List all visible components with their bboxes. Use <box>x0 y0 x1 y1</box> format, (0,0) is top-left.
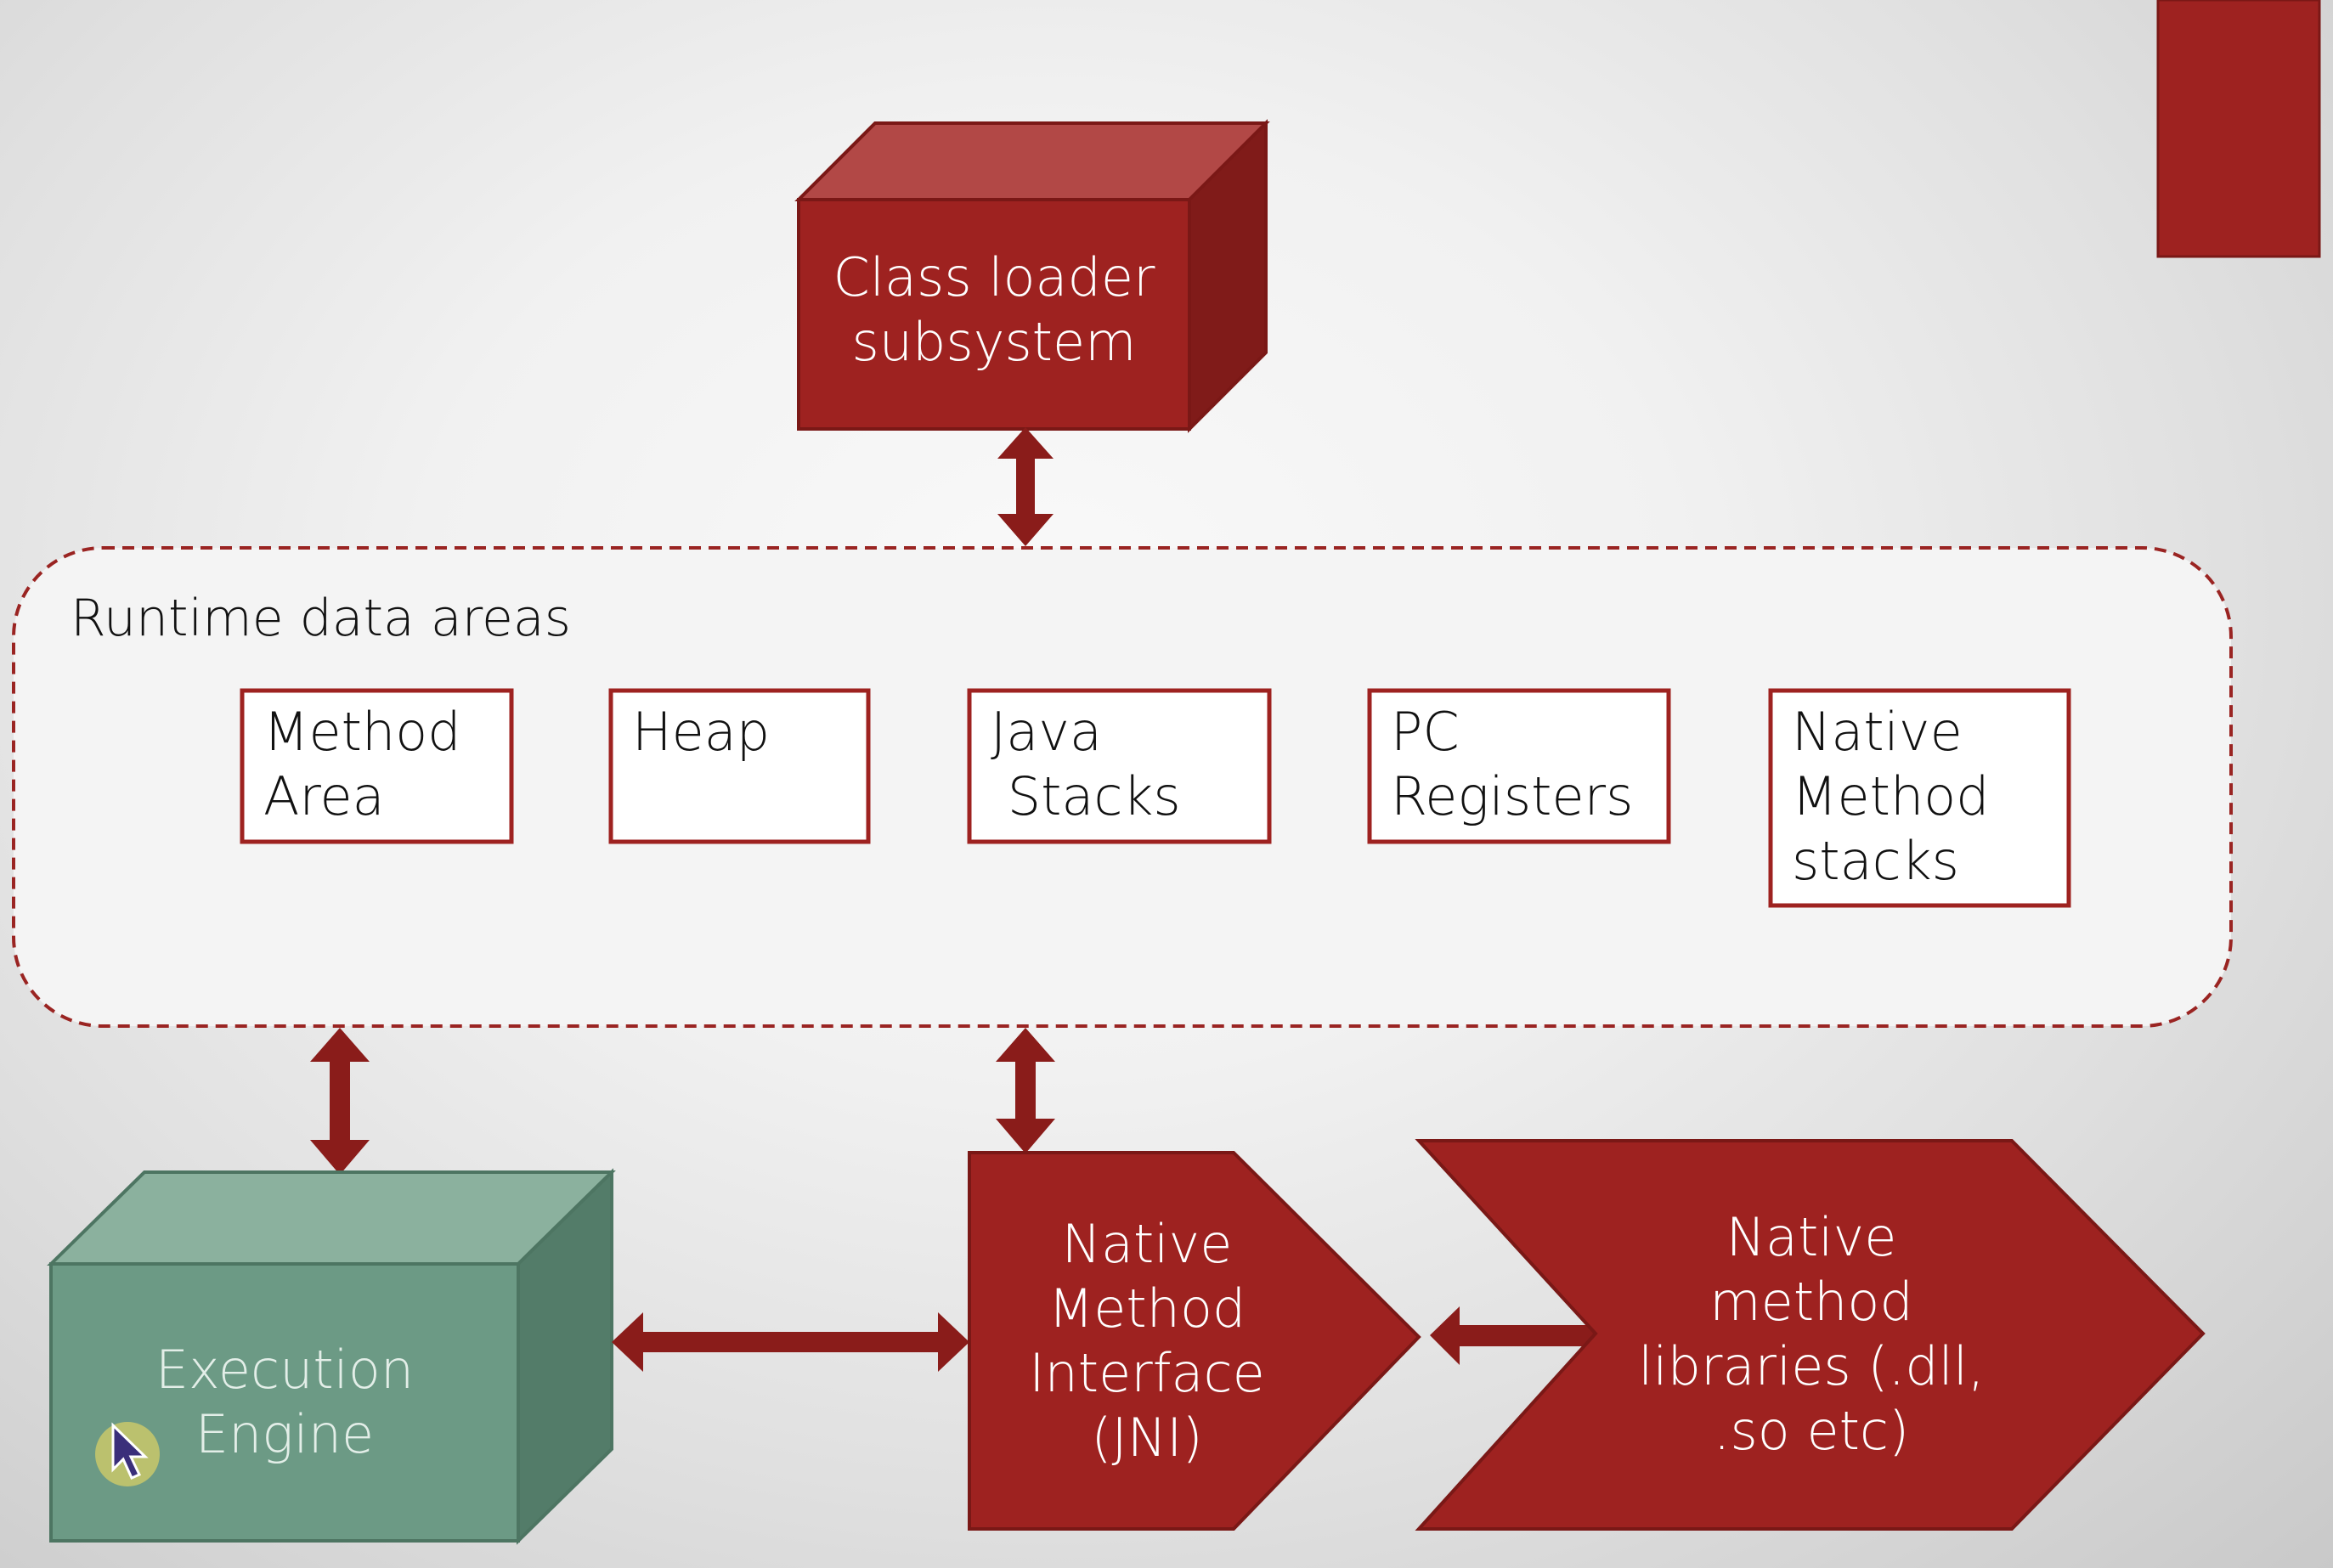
svg-text:Area: Area <box>263 765 385 827</box>
libraries-label-line-2: method <box>1709 1271 1912 1333</box>
arrow-runtime-execution <box>310 1028 370 1175</box>
svg-text:Java: Java <box>991 701 1102 763</box>
nmi-label-line-4: (JNI) <box>1091 1407 1202 1469</box>
execution-engine-label-line-2: Engine <box>195 1403 374 1465</box>
native-method-libraries-shape: Native method libraries (.dll, .so etc) <box>1415 1139 2206 1531</box>
svg-text:PC: PC <box>1391 701 1460 763</box>
arrow-runtime-nmi <box>996 1028 1055 1153</box>
arrow-execution-nmi <box>612 1312 969 1372</box>
svg-text:stacks: stacks <box>1792 830 1959 892</box>
svg-text:Native: Native <box>1792 701 1963 763</box>
svg-text:Stacks: Stacks <box>991 765 1181 827</box>
svg-text:Method: Method <box>1792 765 1990 827</box>
runtime-box-native-method-stacks: Native Method stacks <box>1768 688 2071 908</box>
nmi-label-line-1: Native <box>1062 1213 1233 1275</box>
class-loader-subsystem-box: Class loader subsystem <box>794 119 1270 433</box>
arrow-libraries-nmi <box>1430 1306 1596 1365</box>
corner-accent-block <box>2156 0 2321 258</box>
svg-text:Registers: Registers <box>1391 765 1633 827</box>
execution-engine-box: Execution Engine <box>47 1168 616 1545</box>
runtime-box-method-area: Method Area <box>240 688 514 844</box>
arrow-classloader-runtime <box>997 427 1054 546</box>
runtime-box-pc-registers: PC Registers <box>1367 688 1671 844</box>
mouse-pointer-icon <box>95 1422 160 1486</box>
runtime-data-areas-title: Runtime data areas <box>71 589 571 648</box>
svg-text:Heap: Heap <box>632 701 770 763</box>
execution-engine-label-line-1: Execution <box>155 1339 414 1401</box>
svg-text:Method: Method <box>263 701 461 763</box>
runtime-box-java-stacks: Java Stacks <box>967 688 1272 844</box>
libraries-label-line-3: libraries (.dll, <box>1638 1335 1985 1397</box>
class-loader-label-line-1: Class loader <box>833 246 1155 308</box>
libraries-label-line-4: .so etc) <box>1714 1400 1909 1462</box>
native-method-interface-shape: Native Method Interface (JNI) <box>968 1151 1421 1531</box>
runtime-box-heap: Heap <box>608 688 871 844</box>
nmi-label-line-3: Interface <box>1029 1342 1265 1404</box>
nmi-label-line-2: Method <box>1048 1278 1246 1340</box>
class-loader-label-line-2: subsystem <box>851 311 1136 373</box>
libraries-label-line-1: Native <box>1726 1206 1897 1268</box>
